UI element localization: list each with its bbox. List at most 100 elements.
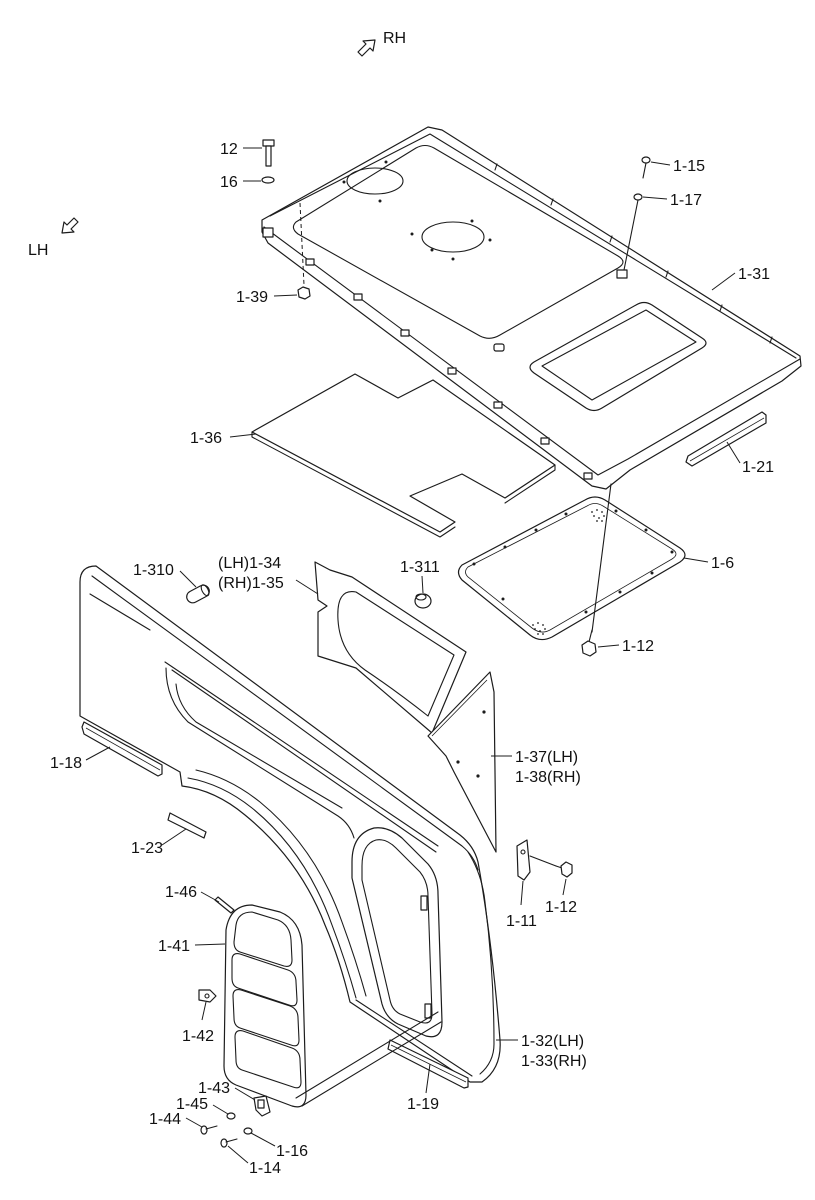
assembly-line xyxy=(591,483,612,633)
leader-line xyxy=(683,557,709,563)
callout-label: (LH)1-34 xyxy=(218,555,281,572)
floor-panel-1-6 xyxy=(457,496,686,641)
grommet-1-311 xyxy=(414,593,432,609)
roof-window-inner xyxy=(541,309,697,401)
vent-pattern xyxy=(591,509,605,522)
inner-panel xyxy=(427,671,497,853)
callout-label: 12 xyxy=(220,141,238,158)
vent-dot xyxy=(596,509,598,511)
strip-1-19 xyxy=(387,1039,469,1089)
callout-label: 1-39 xyxy=(236,289,268,306)
panel-hole xyxy=(644,528,648,532)
roof-hole xyxy=(342,180,346,184)
leader-line xyxy=(250,1132,276,1147)
side-panel-window-inner xyxy=(361,839,433,1024)
leader-line xyxy=(194,943,226,946)
roof-outline xyxy=(261,126,802,490)
callout-label: 1-18 xyxy=(50,755,82,772)
vent-dot xyxy=(539,630,541,632)
inner-panel-hole xyxy=(476,774,480,778)
roof-tab xyxy=(493,401,503,409)
washer-16 xyxy=(261,176,275,184)
roof-front-edge xyxy=(263,226,801,476)
roof-notch xyxy=(665,270,669,278)
roof-notch xyxy=(609,235,613,243)
leader-line xyxy=(295,579,319,595)
vent-dot xyxy=(542,633,544,635)
roof-hole xyxy=(488,238,492,242)
panel-hole xyxy=(618,590,622,594)
callout-label: 1-33(RH) xyxy=(521,1053,587,1070)
side-panel-top-edge xyxy=(91,575,479,871)
assembly-line xyxy=(295,1011,439,1099)
window-hinge xyxy=(420,895,428,911)
panel-hole xyxy=(503,545,507,549)
leader-line xyxy=(85,746,111,761)
panel-hole xyxy=(472,562,476,566)
roof-hole xyxy=(451,257,455,261)
callout-label: 1-38(RH) xyxy=(515,769,581,786)
bolt-1-12-head xyxy=(560,861,573,878)
leader-line xyxy=(227,1145,249,1164)
callout-label: 1-12 xyxy=(545,899,577,916)
callout-label: 1-32(LH) xyxy=(521,1033,584,1050)
roof-panel xyxy=(261,126,802,490)
strip-1-19-inner xyxy=(390,1044,467,1083)
callout-label: 1-44 xyxy=(149,1111,181,1128)
vent-dot xyxy=(601,511,603,513)
roof-tab xyxy=(540,437,550,445)
window-hinge xyxy=(424,1003,432,1019)
leader-line xyxy=(201,1001,207,1021)
callout-label: 1-15 xyxy=(673,158,705,175)
part-1-310 xyxy=(186,584,210,604)
inner-panel-outline xyxy=(427,671,497,853)
callout-label: 1-37(LH) xyxy=(515,749,578,766)
mat-1-36-edge xyxy=(504,464,556,504)
roof-tab xyxy=(353,293,363,301)
leader-line xyxy=(234,1087,256,1101)
bolt-1-15-head xyxy=(641,156,651,164)
leader-line xyxy=(425,1063,431,1094)
roof-window-frame xyxy=(529,301,707,412)
vent-pattern xyxy=(532,622,546,635)
roof-back-edge xyxy=(269,133,797,359)
side-panel-recess-lower-inner xyxy=(175,683,343,809)
callout-label: 1-41 xyxy=(158,938,190,955)
callout-label: 1-14 xyxy=(249,1160,281,1177)
roof-opening xyxy=(421,221,485,253)
roof-opening xyxy=(346,167,404,195)
insulation-panel xyxy=(314,561,467,734)
side-panel-crease xyxy=(89,593,151,631)
callout-label: 1-6 xyxy=(711,555,734,572)
roof-hole xyxy=(378,199,382,203)
callout-label: 1-45 xyxy=(176,1096,208,1113)
window-pane xyxy=(231,953,298,1007)
panel-1-6-outline xyxy=(457,496,686,641)
roof-mount xyxy=(616,269,628,279)
vent-dot xyxy=(603,515,605,517)
vent-dot xyxy=(534,628,536,630)
leader-line xyxy=(212,1104,229,1115)
vent-dot xyxy=(537,622,539,624)
window-pane xyxy=(234,1030,302,1089)
leader-line xyxy=(597,644,620,648)
callout-label: 1-43 xyxy=(198,1080,230,1097)
leader-line xyxy=(200,891,220,903)
callout-label: 1-311 xyxy=(400,559,440,576)
side-panel-recess-top-inner xyxy=(171,669,437,853)
leader-line xyxy=(229,433,257,438)
leader-line xyxy=(273,294,298,297)
roof-notch xyxy=(769,336,773,344)
roof-latch xyxy=(493,343,505,352)
roof-notch xyxy=(719,304,723,312)
vent-dot xyxy=(544,628,546,630)
panel-hole xyxy=(614,509,618,513)
roof-tab xyxy=(447,367,457,375)
latch-plate xyxy=(257,1099,265,1109)
callout-label: 1-42 xyxy=(182,1028,214,1045)
callout-label: 1-16 xyxy=(276,1143,308,1160)
panel-hole xyxy=(650,571,654,575)
lh-arrow-icon xyxy=(61,217,79,234)
callout-label: (RH)1-35 xyxy=(218,575,284,592)
